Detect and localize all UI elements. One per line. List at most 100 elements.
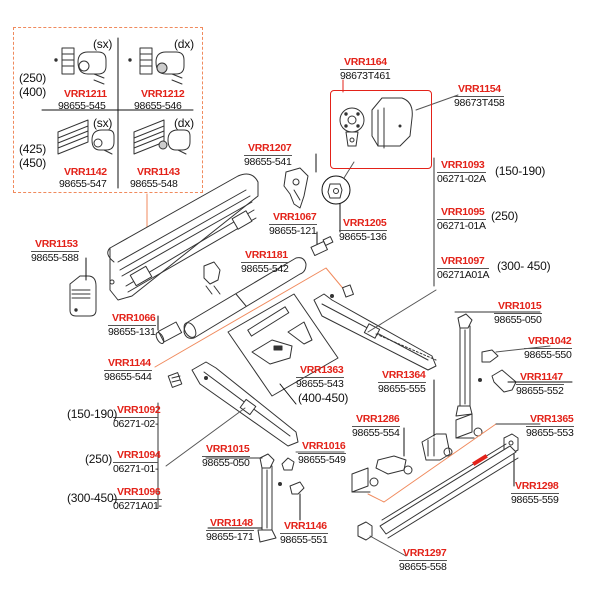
rail-logo [472, 454, 488, 466]
leg-1015-right [454, 311, 541, 417]
upper-arm-right [313, 289, 437, 371]
part-number: 98655-550 [524, 348, 572, 361]
spring-1144 [167, 372, 183, 388]
roller-case [107, 173, 259, 301]
part-code: VRR1066 [112, 312, 156, 324]
bracket-1207 [283, 153, 317, 209]
part-number: 06271A01- [113, 499, 162, 512]
part-code: VRR1205 [343, 217, 387, 229]
part-number: 98655-545 [58, 100, 106, 112]
part-number: 98655-544 [104, 370, 152, 383]
part-code: VRR1297 [403, 547, 447, 559]
part-1363-box [227, 293, 339, 405]
kit-side-1143: (dx) [174, 116, 194, 130]
part-number: 98655-552 [516, 384, 564, 397]
kit-icon-1212 [128, 47, 185, 85]
leader-1365 [367, 423, 497, 503]
foot-1286 [375, 427, 413, 475]
part-1042 [481, 345, 551, 363]
kit-side-1142: (sx) [93, 116, 113, 130]
lower-arm-left [165, 361, 299, 467]
size-note: (300- 450) [497, 259, 551, 273]
part-code: VRR1067 [273, 211, 317, 223]
part-code: VRR1095 [441, 206, 485, 218]
part-1147 [478, 369, 573, 393]
kit-icon-1211 [54, 47, 107, 85]
leg-1015-left [205, 453, 277, 543]
size-note: (250) [85, 452, 113, 466]
size-note: (300-450) [67, 491, 118, 505]
roller-tube [183, 257, 307, 339]
part-code: VRR1212 [141, 88, 185, 100]
part-1205 [321, 161, 355, 233]
part-number: 98655-559 [511, 493, 559, 506]
size-note: (250) [491, 209, 519, 223]
part-code: VRR1092 [117, 404, 161, 416]
part-code: VRR1286 [356, 413, 400, 425]
part-number: 98655-548 [130, 178, 178, 190]
part-1016 [281, 451, 345, 471]
kit-size-425: (425) [19, 142, 47, 156]
part-number: 98655-547 [59, 178, 107, 190]
part-code: VRR1211 [64, 88, 107, 100]
part-code: VRR1153 [35, 238, 78, 250]
part-code: VRR1042 [528, 335, 572, 347]
leader-1144 [154, 267, 347, 368]
kit-side-1212: (dx) [174, 37, 194, 51]
part-code: VRR1144 [108, 357, 151, 369]
crank-parts-1164-1154 [339, 79, 459, 149]
part-1146 [278, 481, 305, 521]
part-number: 98673T461 [340, 69, 391, 82]
part-code: VRR1015 [206, 443, 250, 455]
part-number: 98655-136 [339, 230, 387, 243]
part-number: 06271-02- [113, 417, 159, 430]
part-code: VRR1016 [302, 440, 346, 452]
kit-box [13, 27, 203, 193]
part-number: 06271-02A [437, 172, 486, 185]
part-code: VRR1146 [284, 520, 327, 532]
size-note: (150-190) [495, 164, 546, 178]
foot-1365-left [351, 467, 379, 493]
part-number: 98655-551 [280, 533, 328, 546]
part-code: VRR1143 [137, 166, 180, 178]
part-number: 98673T458 [454, 96, 505, 109]
part-number: 98655-553 [526, 426, 574, 439]
clip-1181 [203, 261, 221, 295]
kit-size-400: (400) [19, 85, 47, 99]
part-code: VRR1164 [344, 56, 387, 68]
part-number: 98655-050 [202, 456, 250, 469]
part-number: 98655-588 [31, 251, 79, 264]
coupler-1067 [310, 231, 334, 256]
part-code: VRR1147 [520, 371, 563, 383]
part-code: VRR1148 [210, 517, 253, 529]
part-number: 98655-558 [399, 560, 447, 573]
part-code: VRR1096 [117, 486, 161, 498]
foot-1364 [421, 379, 453, 461]
part-number: 98655-549 [298, 453, 346, 466]
bottom-rail [379, 443, 519, 539]
part-code: VRR1207 [248, 142, 292, 154]
part-number: 98655-554 [352, 426, 400, 439]
foot-1365-right [455, 413, 483, 439]
part-number: 98655-050 [494, 313, 542, 326]
kit-size-250: (250) [19, 71, 47, 85]
part-number: 98655-131 [108, 325, 156, 338]
part-number: 98655-121 [269, 224, 317, 237]
end-plug-1066 [155, 315, 183, 344]
part-number: 06271-01- [113, 462, 159, 475]
part-code: VRR1181 [245, 249, 288, 261]
part-number: 98655-541 [244, 155, 292, 168]
part-code: VRR1298 [515, 480, 559, 492]
part-code: VRR1093 [441, 159, 485, 171]
end-cap-1153 [69, 257, 97, 317]
part-code: VRR1015 [498, 300, 542, 312]
part-1298 [503, 433, 519, 487]
part-code: VRR1365 [530, 413, 574, 425]
part-number: 06271-01A [437, 219, 486, 232]
part-number: 98655-543 [296, 377, 344, 390]
part-number: 98655-546 [134, 100, 182, 112]
part-1297 [357, 521, 407, 557]
part-number: 98655-171 [206, 530, 254, 543]
